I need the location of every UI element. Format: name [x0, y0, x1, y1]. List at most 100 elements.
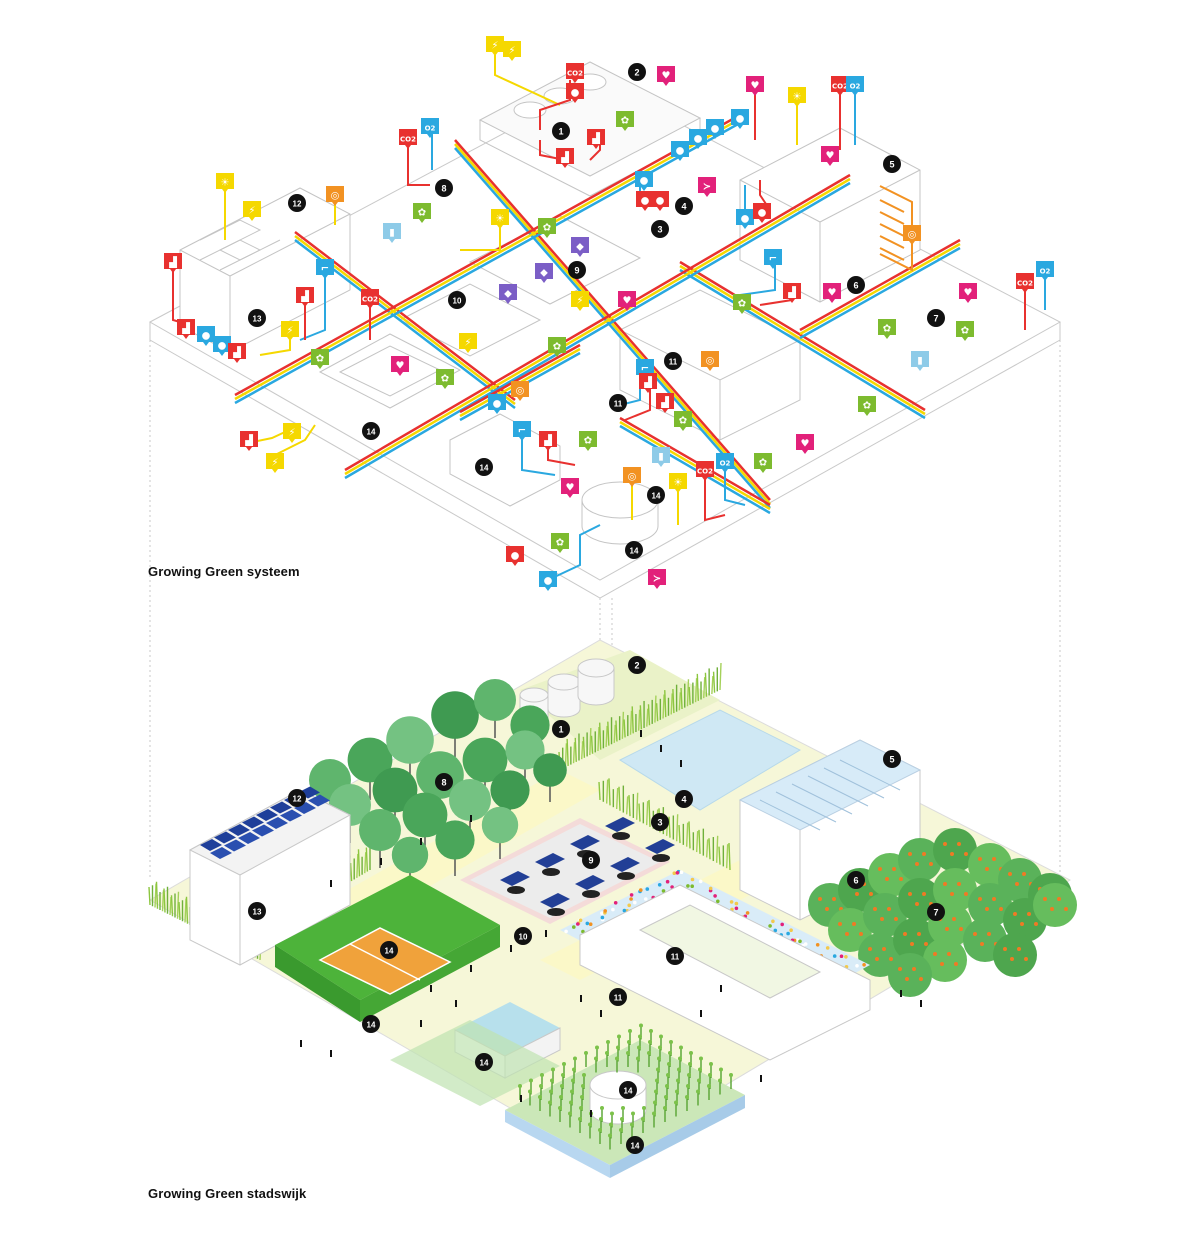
pipe-network: [234, 113, 961, 515]
svg-text:●: ●: [656, 196, 665, 207]
fruit-tree: [993, 933, 1037, 977]
svg-text:11: 11: [614, 400, 623, 409]
person: [760, 1075, 762, 1082]
svg-text:♥: ♥: [801, 439, 810, 450]
svg-text:⚡: ⚡: [508, 46, 515, 57]
fruit-tree: [923, 938, 967, 982]
svg-text:●: ●: [571, 88, 580, 99]
green-lawn: [390, 1020, 560, 1106]
toilet-icon: ▟: [656, 393, 674, 413]
caption-system: Growing Green systeem: [148, 564, 300, 579]
caption-district: Growing Green stadswijk: [148, 1186, 307, 1201]
svg-text:◆: ◆: [504, 289, 512, 300]
svg-text:11: 11: [671, 953, 680, 962]
svg-text:♥: ♥: [623, 296, 632, 307]
solar-panel: [308, 794, 330, 807]
svg-text:✿: ✿: [863, 401, 871, 412]
svg-text:⌐: ⌐: [641, 364, 649, 375]
purple-icon: ◆: [535, 263, 553, 283]
solar-carport: [605, 817, 635, 832]
svg-text:1: 1: [558, 127, 563, 137]
svg-text:⚡: ⚡: [271, 458, 278, 469]
person: [920, 1000, 922, 1007]
heart-icon: ♥: [657, 66, 675, 86]
svg-text:●: ●: [641, 196, 650, 207]
svg-text:CO2: CO2: [567, 70, 583, 78]
svg-text:▟: ▟: [591, 132, 600, 145]
drop-red-icon: ●: [651, 191, 669, 211]
svg-text:⚡: ⚡: [286, 326, 293, 337]
number-badge-14: 14: [626, 1136, 644, 1154]
svg-text:●: ●: [544, 576, 553, 587]
svg-text:14: 14: [367, 428, 376, 437]
pond-4: [618, 709, 802, 811]
number-badge-1: 1: [552, 122, 570, 140]
tap-icon: ⌐: [316, 259, 334, 279]
solar-panel: [256, 809, 278, 821]
svg-text:▟: ▟: [660, 396, 669, 409]
svg-text:9: 9: [588, 856, 593, 866]
svg-text:▮: ▮: [658, 452, 664, 463]
o2-icon: O2: [846, 76, 864, 96]
svg-text:9: 9: [574, 266, 579, 276]
silo-14: [589, 1070, 647, 1125]
drop-icon: ●: [197, 326, 215, 346]
o2-icon: O2: [716, 453, 734, 473]
drop-icon: ●: [635, 171, 653, 191]
leaf-icon: ✿: [436, 369, 454, 389]
person: [455, 1000, 457, 1007]
drop-icon: ●: [213, 336, 231, 356]
number-badge-10: 10: [514, 927, 532, 945]
solar-carport: [575, 875, 605, 890]
number-badge-12: 12: [288, 194, 306, 212]
svg-text:14: 14: [480, 464, 489, 473]
person: [590, 1110, 592, 1117]
number-badge-14: 14: [625, 541, 643, 559]
svg-text:5: 5: [889, 160, 894, 170]
thermo-icon: ▮: [652, 447, 670, 467]
number-badge-14: 14: [362, 1015, 380, 1033]
svg-text:11: 11: [669, 358, 678, 367]
purple-icon: ◆: [571, 237, 589, 257]
orange-icon: ◎: [903, 225, 921, 245]
energy-icon: ⚡: [459, 333, 477, 353]
svg-text:▮: ▮: [389, 228, 395, 239]
drop-icon: ●: [671, 141, 689, 161]
number-badge-3: 3: [651, 813, 669, 831]
svg-text:⚡: ⚡: [288, 428, 295, 439]
svg-text:✿: ✿: [679, 416, 687, 427]
number-badge-6: 6: [847, 276, 865, 294]
drop-red-icon: ●: [753, 203, 771, 223]
number-badge-14: 14: [619, 1081, 637, 1099]
fruit-tree: [933, 828, 977, 872]
svg-text:2: 2: [634, 68, 639, 78]
pipe-line: [679, 268, 926, 420]
leaf-icon: ✿: [311, 349, 329, 369]
number-badge-4: 4: [675, 790, 693, 808]
number-badge-11: 11: [666, 947, 684, 965]
co2-icon: CO2: [361, 289, 379, 309]
tree: [490, 770, 530, 810]
pipe-line: [459, 343, 581, 414]
leaf-icon: ✿: [551, 533, 569, 553]
tree: [474, 679, 516, 721]
svg-text:✿: ✿: [556, 538, 564, 549]
svg-text:⌐: ⌐: [769, 254, 777, 265]
car: [582, 890, 600, 898]
energy-icon: ⚡: [571, 291, 589, 311]
people-figures: [300, 730, 922, 1117]
orange-icon: ◎: [701, 351, 719, 371]
system-base-outline: [148, 81, 1062, 880]
heart-icon: ♥: [746, 76, 764, 96]
svg-text:7: 7: [933, 908, 938, 918]
pipe-line: [344, 173, 851, 472]
corn-plants: [518, 1023, 733, 1150]
svg-text:O2: O2: [1040, 268, 1051, 276]
svg-text:●: ●: [640, 176, 649, 187]
person: [300, 1040, 302, 1047]
svg-text:●: ●: [758, 208, 767, 219]
number-badge-13: 13: [248, 902, 266, 920]
svg-text:♥: ♥: [662, 71, 671, 82]
leaf-icon: ✿: [579, 431, 597, 451]
